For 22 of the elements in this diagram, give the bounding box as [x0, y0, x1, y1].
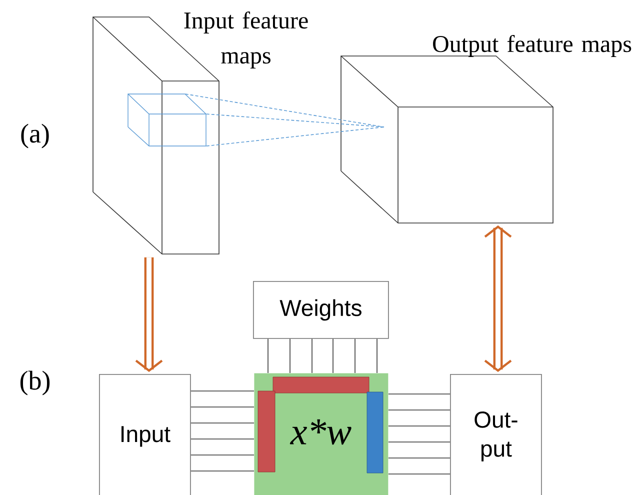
text-box: Weights: [253, 281, 389, 339]
connection-line: [354, 338, 356, 374]
connection-line: [190, 470, 254, 472]
text-box: Input: [99, 374, 191, 495]
double-arrow: [484, 225, 512, 372]
multiply-block: x*w: [254, 373, 388, 495]
connection-line: [190, 406, 254, 408]
projection-line: [206, 114, 384, 128]
connection-line: [190, 422, 254, 424]
connection-line: [332, 338, 334, 374]
panel-label: (a): [21, 124, 49, 148]
double-arrow: [135, 257, 163, 372]
connection-line: [376, 338, 378, 374]
panel-label: (b): [20, 370, 50, 396]
connection-line: [190, 390, 254, 392]
small-cube-drawing: [128, 94, 206, 146]
heading: Output feature maps: [433, 35, 632, 57]
text-box: Out- put: [450, 374, 542, 495]
heading: Input feature maps: [184, 12, 308, 68]
connection-line: [190, 438, 254, 440]
projection-line: [206, 126, 384, 146]
connection-line: [190, 454, 254, 456]
